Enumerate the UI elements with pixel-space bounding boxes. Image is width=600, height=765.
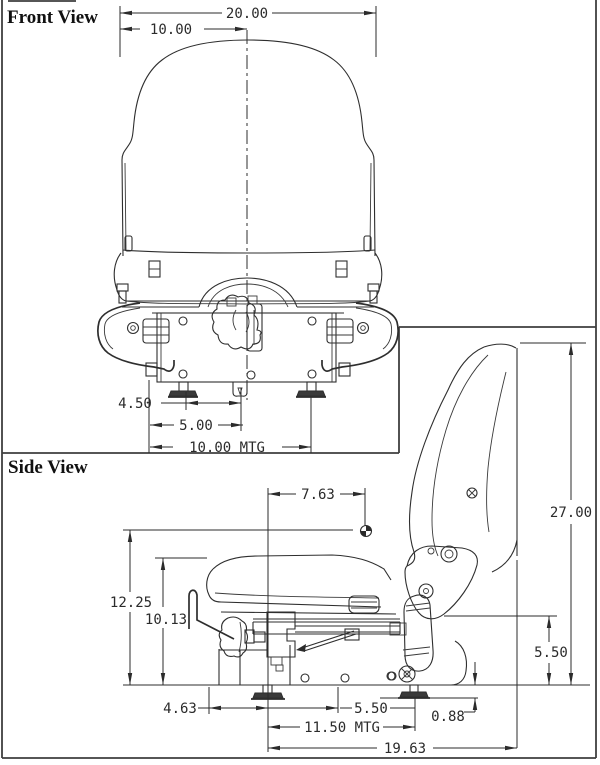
box-hole (178, 369, 188, 379)
adjuster-knob-front (211, 294, 263, 352)
dim-foot-to-center-label: 5.00 (179, 418, 213, 434)
recliner-plate (404, 545, 478, 620)
front-view-title: Front View (7, 7, 98, 28)
dim-pivot-height: 5.50 (444, 615, 568, 685)
base-frame (123, 640, 590, 686)
slide-rails (220, 611, 407, 652)
dim-front-foot-span-label: 5.50 (354, 701, 388, 717)
sip-target-icon (359, 524, 373, 538)
panel-divider (2, 326, 596, 454)
backrest-front (121, 39, 376, 257)
dim-foot-to-bracket: 4.50 (118, 388, 242, 431)
base-hole (300, 673, 310, 683)
dim-foot-height-label: 0.88 (431, 709, 465, 725)
center-bracket (232, 382, 248, 397)
shock-lower-bolt-icon (398, 665, 416, 683)
dim-overall-depth: 19.63 (268, 560, 518, 757)
dim-overall-width-label: 20.00 (226, 6, 268, 22)
dim-cushion-height: 10.13 (145, 557, 207, 685)
side-view: Side View (8, 342, 592, 757)
dim-sip-setback-label: 7.63 (301, 487, 335, 503)
mount-foot-front-left (168, 381, 198, 398)
seat-cushion-side (206, 554, 392, 614)
dim-overall-height: 27.00 (520, 342, 592, 685)
box-hole (178, 316, 188, 326)
dim-foot-height: 0.88 (380, 662, 478, 725)
box-hole (307, 316, 317, 326)
dim-overall-width: 20.00 (119, 6, 377, 57)
dim-front-foot-span: 5.50 (268, 687, 416, 731)
seat-pan-front (122, 260, 374, 314)
dim-cushion-height-label: 10.13 (145, 612, 187, 628)
fastener-icon (466, 487, 478, 499)
mount-wing-left (97, 283, 175, 377)
box-hole (307, 369, 317, 379)
side-view-title: Side View (8, 457, 88, 478)
wing-bolt-icon (356, 321, 370, 335)
hinge-post-left (124, 235, 133, 252)
mount-wing-right (321, 283, 399, 377)
dim-foot-to-center: 5.00 (148, 380, 312, 453)
adjuster-knob-side (218, 616, 266, 658)
recliner-pivot-bolt-icon (440, 545, 458, 563)
latch-pointer-icon (296, 644, 306, 652)
backrest-side (406, 343, 518, 573)
dim-sip-height-label: 12.25 (110, 595, 152, 611)
wing-bolt-icon (126, 321, 140, 335)
dim-mounting-width-label: 10.00 MTG (189, 440, 265, 456)
dim-overall-height-label: 27.00 (550, 505, 592, 521)
dim-half-width-label: 10.00 (150, 22, 192, 38)
shock-absorber (386, 594, 434, 683)
dim-sip-height: 12.25 (110, 529, 353, 685)
front-view: Front View (7, 6, 399, 456)
dim-front-overhang-label: 4.63 (163, 701, 197, 717)
dim-half-width: 10.00 (120, 22, 247, 38)
dim-mounting-depth-label: 11.50 MTG (304, 720, 380, 736)
recline-knob-side (348, 595, 380, 614)
front-mount-plate (266, 611, 400, 672)
mount-foot-front-right (296, 381, 326, 398)
shock-upper-bolt-icon (418, 583, 434, 599)
dim-mounting-width: 10.00 MTG (150, 440, 311, 456)
mount-foot-side-rear (398, 684, 430, 699)
adjuster-lever (188, 589, 235, 640)
box-hole (246, 370, 256, 380)
dim-pivot-height-label: 5.50 (534, 645, 568, 661)
dim-overall-depth-label: 19.63 (384, 741, 426, 757)
dim-foot-to-bracket-label: 4.50 (118, 396, 152, 412)
base-hole (387, 671, 397, 681)
dim-mounting-depth: 11.50 MTG (268, 720, 415, 736)
dim-sip-setback: 7.63 (267, 487, 373, 752)
dim-front-overhang: 4.63 (163, 687, 268, 717)
hinge-post-right (363, 235, 372, 252)
base-hole (340, 673, 350, 683)
